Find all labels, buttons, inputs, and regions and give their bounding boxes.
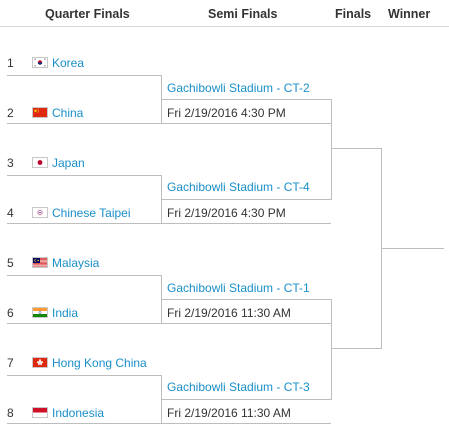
match-venue-link[interactable]: Gachibowli Stadium - CT-4 [167,180,310,194]
match-datetime: Fri 2/19/2016 4:30 PM [167,106,286,120]
final-line [331,348,381,349]
chinese-taipei-flag-icon [32,207,48,218]
qf-team-line [7,423,161,424]
match-datetime: Fri 2/19/2016 11:30 AM [167,406,291,420]
sf-match-line [161,399,331,400]
sf-match-line [161,299,331,300]
team-name-link[interactable]: India [52,306,79,320]
seed-number: 5 [7,256,14,270]
qf-team-line [7,123,161,124]
qf-team-line [7,323,161,324]
team-name-link[interactable]: Korea [52,56,85,70]
sf-match-line [161,123,331,124]
india-flag-icon [32,307,48,318]
seed-number: 3 [7,156,14,170]
match-datetime: Fri 2/19/2016 11:30 AM [167,306,291,320]
semi-finals-header: Semi Finals [208,7,278,21]
seed-number: 6 [7,306,14,320]
final-line [331,148,381,149]
team-name-link[interactable]: Hong Kong China [52,356,147,370]
match-venue-link[interactable]: Gachibowli Stadium - CT-1 [167,281,310,295]
qf-team-line [7,223,161,224]
winner-line [381,248,444,249]
seed-number: 7 [7,356,14,370]
team-name-link[interactable]: Japan [52,156,85,170]
quarter-finals-header: Quarter Finals [45,7,130,21]
seed-number: 2 [7,106,14,120]
sf-bracket-connector [331,299,332,400]
seed-number: 8 [7,406,14,420]
sf-match-line [161,423,331,424]
sf-match-line [161,199,331,200]
china-flag-icon [32,107,48,118]
sf-bracket-connector [331,99,332,200]
seed-number: 4 [7,206,14,220]
team-name-link[interactable]: Malaysia [52,256,100,270]
team-name-link[interactable]: Chinese Taipei [52,206,131,220]
qf-team-line [7,375,161,376]
finals-header: Finals [335,7,372,21]
qf-team-line [7,275,161,276]
south-korea-flag-icon [32,57,48,68]
sf-match-line [161,223,331,224]
match-venue-link[interactable]: Gachibowli Stadium - CT-3 [167,380,310,394]
match-venue-link[interactable]: Gachibowli Stadium - CT-2 [167,81,310,95]
indonesia-flag-icon [32,407,48,418]
header-divider [0,26,449,27]
team-name-link[interactable]: China [52,106,84,120]
malaysia-flag-icon [32,257,48,268]
winner-header: Winner [388,7,431,21]
sf-match-line [161,99,331,100]
seed-number: 1 [7,56,14,70]
qf-team-line [7,175,161,176]
japan-flag-icon [32,157,48,168]
match-datetime: Fri 2/19/2016 4:30 PM [167,206,286,220]
team-name-link[interactable]: Indonesia [52,406,105,420]
qf-team-line [7,75,161,76]
sf-match-line [161,323,331,324]
hong-kong-flag-icon [32,357,48,368]
